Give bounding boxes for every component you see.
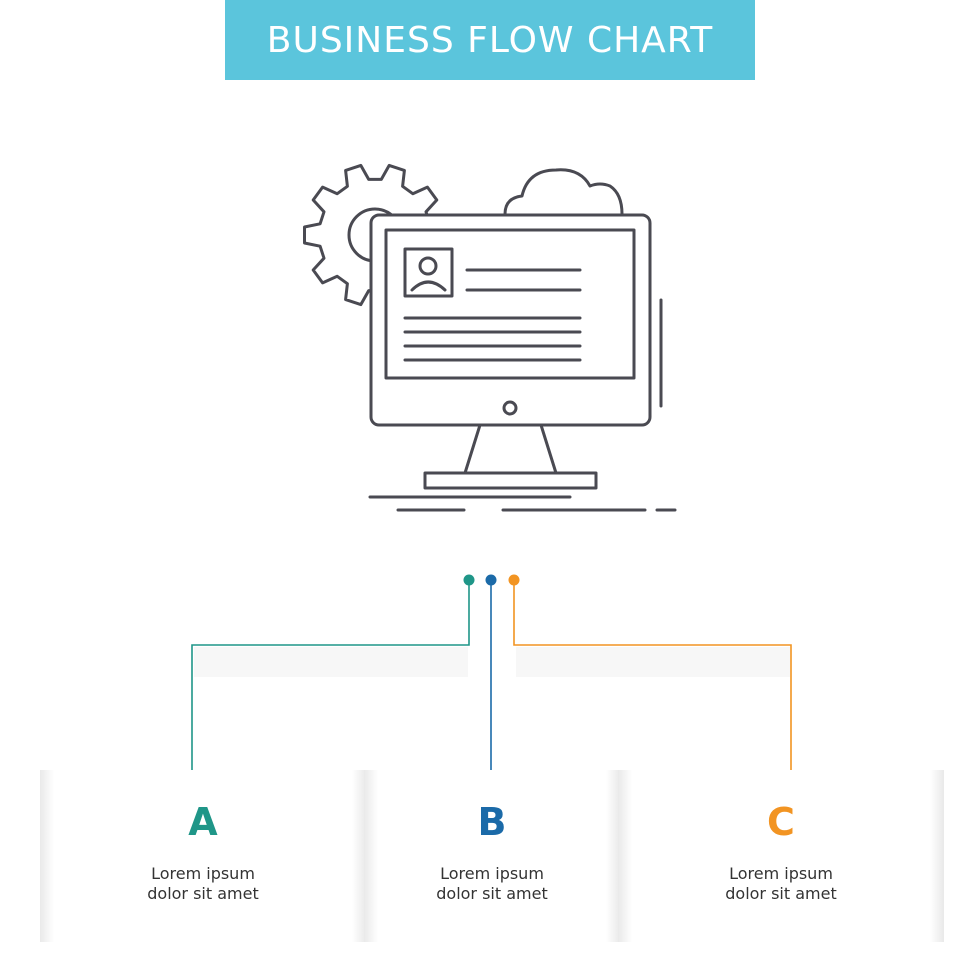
step-text-c-line2: dolor sit amet <box>725 884 837 903</box>
cloud-icon <box>503 168 624 216</box>
step-text-c-line1: Lorem ipsum <box>729 864 833 883</box>
step-text-a: Lorem ipsum dolor sit amet <box>147 864 259 904</box>
connector-c <box>513 582 792 782</box>
step-letter-a: A <box>188 800 218 844</box>
step-text-c: Lorem ipsum dolor sit amet <box>725 864 837 904</box>
step-text-b: Lorem ipsum dolor sit amet <box>436 864 548 904</box>
step-text-b-line2: dolor sit amet <box>436 884 548 903</box>
power-button-icon <box>502 400 518 416</box>
step-card-c: C Lorem ipsum dolor sit amet <box>618 770 944 942</box>
step-text-b-line1: Lorem ipsum <box>440 864 544 883</box>
step-card-b: B Lorem ipsum dolor sit amet <box>364 770 620 942</box>
step-text-a-line2: dolor sit amet <box>147 884 259 903</box>
connector-dot-b <box>485 574 497 586</box>
monitor-frame <box>369 213 652 427</box>
title-banner: BUSINESS FLOW CHART <box>225 0 755 80</box>
connector-a <box>191 582 470 782</box>
step-text-a-line1: Lorem ipsum <box>151 864 255 883</box>
monitor-screen <box>384 228 636 380</box>
step-letter-c: C <box>767 800 795 844</box>
step-letter-b: B <box>477 800 507 844</box>
step-card-a: A Lorem ipsum dolor sit amet <box>40 770 366 942</box>
connector-dot-a <box>463 574 475 586</box>
profile-icon <box>403 247 454 298</box>
computer-settings-cloud-icon <box>303 163 677 512</box>
page-title: BUSINESS FLOW CHART <box>266 19 714 61</box>
connector-dot-c <box>508 574 520 586</box>
